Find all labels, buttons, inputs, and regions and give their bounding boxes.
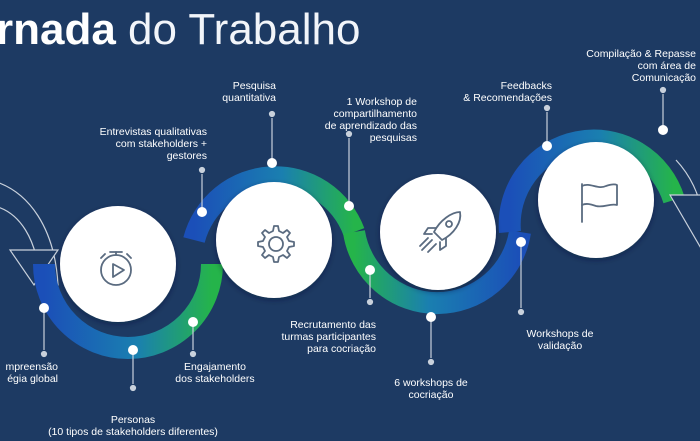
label-line: égia global xyxy=(7,373,58,385)
label-line: para cocriação xyxy=(307,343,376,355)
label-workshops6: 6 workshops de cocriação xyxy=(381,377,481,401)
label-line: com stakeholders + xyxy=(115,138,207,150)
label-workshop1: 1 Workshop de compartilhamento de aprend… xyxy=(325,96,417,144)
rocket-icon xyxy=(419,211,462,253)
pin-end xyxy=(345,130,353,138)
label-line: Compilação & Repasse xyxy=(586,48,696,60)
label-line: Pesquisa xyxy=(232,80,276,92)
milestone-dot xyxy=(197,207,207,217)
label-line: mpreensão xyxy=(5,361,58,373)
title-bold: rnada xyxy=(0,5,116,54)
step-circle-2 xyxy=(216,182,332,298)
milestone-dot xyxy=(267,158,277,168)
milestone-dot xyxy=(542,141,552,151)
ribbon-segment-3 xyxy=(343,230,531,315)
pin-end xyxy=(268,110,276,118)
stopwatch-icon xyxy=(100,251,132,286)
milestone-dot xyxy=(658,125,668,135)
pin-end xyxy=(543,104,551,112)
end-arrow xyxy=(668,194,700,248)
label-line: Entrevistas qualitativas xyxy=(99,126,207,138)
label-line: gestores xyxy=(166,150,207,162)
flag-icon xyxy=(581,183,618,223)
pin-end xyxy=(40,350,48,358)
milestone-dot xyxy=(365,265,375,275)
start-outline-arc xyxy=(0,182,59,286)
label-compilacao: Compilação & Repasse com área de Comunic… xyxy=(586,48,696,84)
label-validacao: Workshops de validação xyxy=(505,328,615,352)
pin-end xyxy=(189,350,197,358)
milestone-dot xyxy=(39,303,49,313)
label-line: (10 tipos de stakeholders diferentes) xyxy=(48,426,218,438)
milestone-dot xyxy=(344,201,354,211)
label-line: compartilhamento xyxy=(333,108,417,120)
milestone-dot xyxy=(188,317,198,327)
label-line: Comunicação xyxy=(631,72,696,84)
label-line: & Recomendações xyxy=(463,92,552,104)
label-engajamento: Engajamento dos stakeholders xyxy=(160,361,270,385)
pin-end xyxy=(366,298,374,306)
end-outline-arc xyxy=(675,159,700,207)
label-line: cocriação xyxy=(408,389,454,401)
label-line: dos stakeholders xyxy=(175,373,255,385)
step-circle-1 xyxy=(60,206,176,322)
label-line: quantitativa xyxy=(222,92,276,104)
label-entrevistas: Entrevistas qualitativas com stakeholder… xyxy=(100,126,207,162)
label-line: Workshops de xyxy=(526,328,594,340)
label-feedbacks: Feedbacks & Recomendações xyxy=(463,80,552,104)
label-line: com área de xyxy=(637,60,696,72)
pin-end xyxy=(659,86,667,94)
milestone-dot xyxy=(426,312,436,322)
label-line: de aprendizado das xyxy=(324,120,417,132)
gear-icon xyxy=(257,225,295,263)
label-personas: Personas (10 tipos de stakeholders difer… xyxy=(28,414,238,438)
milestone-dot xyxy=(516,237,526,247)
label-line: Recrutamento das xyxy=(290,319,376,331)
step-circle-4 xyxy=(538,142,654,258)
label-line: turmas participantes xyxy=(281,331,376,343)
label-line: 1 Workshop de xyxy=(346,96,417,108)
pin-end xyxy=(198,166,206,174)
label-compreensao: mpreensão égia global xyxy=(5,361,58,385)
step-circle-3 xyxy=(380,174,496,290)
pin-end xyxy=(427,358,435,366)
title-light: do Trabalho xyxy=(115,5,361,54)
label-recrutamento: Recrutamento das turmas participantes pa… xyxy=(281,319,376,355)
label-line: Feedbacks xyxy=(500,80,552,92)
ribbon-segment-4 xyxy=(498,129,685,233)
label-line: validação xyxy=(537,340,583,352)
page-title: rnada do Trabalho xyxy=(0,0,360,62)
pin-end xyxy=(129,384,137,392)
label-line: pesquisas xyxy=(369,132,417,144)
pin-end xyxy=(517,308,525,316)
label-line: Engajamento xyxy=(184,361,246,373)
label-line: Personas xyxy=(110,414,156,426)
ribbon-segment-1 xyxy=(33,263,223,359)
label-line: 6 workshops de xyxy=(394,377,468,389)
milestone-dot xyxy=(128,345,138,355)
label-pesquisa: Pesquisa quantitativa xyxy=(222,80,276,104)
